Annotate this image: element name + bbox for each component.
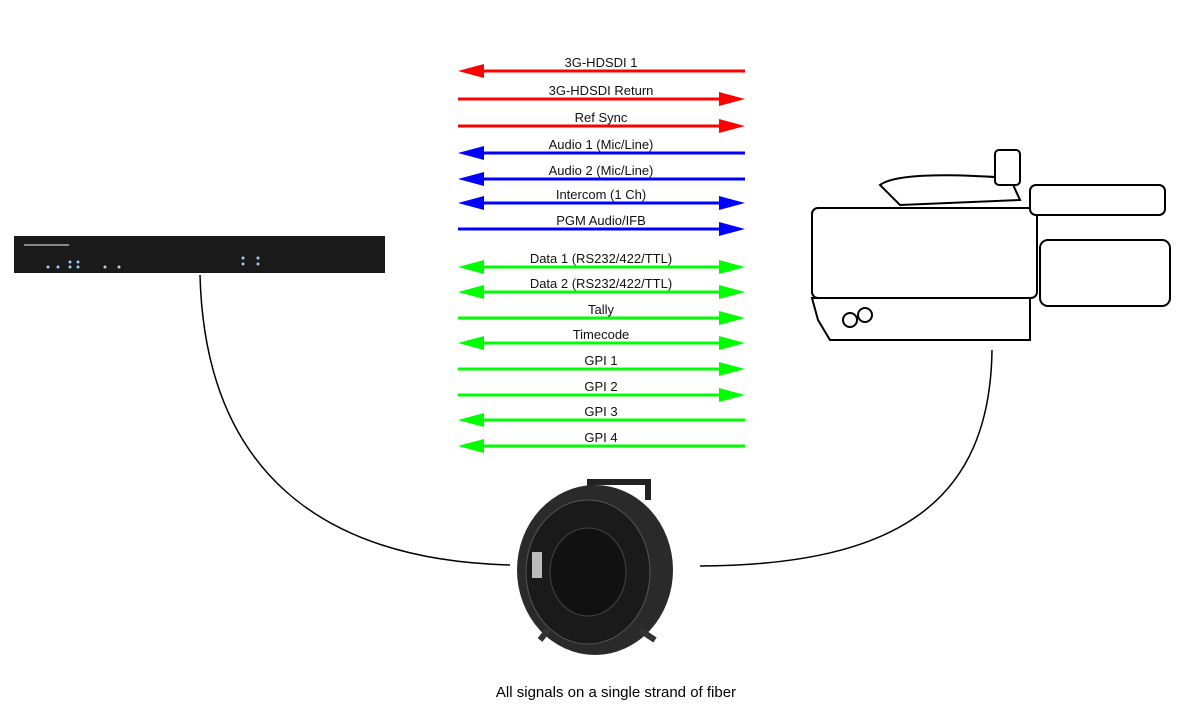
signal-arrow-data: Timecode — [458, 327, 745, 350]
signal-arrow-video: 3G-HDSDI Return — [458, 83, 745, 106]
base-unit-device — [14, 236, 385, 273]
arrowhead-left — [458, 336, 484, 350]
arrowhead-right — [719, 285, 745, 299]
signal-arrow-data: Data 2 (RS232/422/TTL) — [458, 276, 745, 299]
signal-arrow-video: 3G-HDSDI 1 — [458, 55, 745, 78]
arrowhead-left — [458, 172, 484, 186]
signal-arrow-video: Ref Sync — [458, 110, 745, 133]
signal-arrow-data: Tally — [458, 302, 745, 325]
signal-arrow-data: GPI 2 — [458, 379, 745, 402]
arrowhead-right — [719, 196, 745, 210]
arrowhead-right — [719, 311, 745, 325]
arrowhead-left — [458, 260, 484, 274]
signal-label: 3G-HDSDI 1 — [565, 55, 638, 70]
signal-label: Ref Sync — [575, 110, 628, 125]
arrowhead-right — [719, 362, 745, 376]
signal-arrow-audio: PGM Audio/IFB — [458, 213, 745, 236]
signal-arrow-data: GPI 1 — [458, 353, 745, 376]
arrowhead-right — [719, 336, 745, 350]
signal-label: 3G-HDSDI Return — [549, 83, 654, 98]
signal-label: Data 1 (RS232/422/TTL) — [530, 251, 672, 266]
signal-label: Audio 2 (Mic/Line) — [549, 163, 654, 178]
arrowhead-right — [719, 92, 745, 106]
fiber-cable-right — [699, 349, 993, 567]
signal-label: Timecode — [573, 327, 630, 342]
diagram-caption: All signals on a single strand of fiber — [495, 684, 737, 701]
arrowhead-right — [719, 260, 745, 274]
arrowhead-right — [719, 388, 745, 402]
fiber-cable-left — [199, 274, 511, 566]
arrowhead-left — [458, 285, 484, 299]
signal-label: PGM Audio/IFB — [556, 213, 646, 228]
signal-arrow-audio: Intercom (1 Ch) — [458, 187, 745, 210]
arrowhead-left — [458, 196, 484, 210]
signal-label: GPI 4 — [584, 430, 617, 445]
arrowhead-right — [719, 119, 745, 133]
signal-arrow-data: GPI 4 — [458, 430, 745, 453]
arrowhead-left — [458, 413, 484, 427]
arrowhead-left — [458, 146, 484, 160]
signal-arrow-data: GPI 3 — [458, 404, 745, 427]
cable-reel-device — [517, 479, 673, 655]
signal-label: Intercom (1 Ch) — [556, 187, 646, 202]
signal-label: Tally — [588, 302, 615, 317]
arrowhead-right — [719, 222, 745, 236]
signal-arrow-data: Data 1 (RS232/422/TTL) — [458, 251, 745, 274]
signal-label: GPI 1 — [584, 353, 617, 368]
signal-label: Audio 1 (Mic/Line) — [549, 137, 654, 152]
arrowhead-left — [458, 64, 484, 78]
signal-label: GPI 2 — [584, 379, 617, 394]
signal-arrow-audio: Audio 2 (Mic/Line) — [458, 163, 745, 186]
signal-arrow-audio: Audio 1 (Mic/Line) — [458, 137, 745, 160]
signal-label: GPI 3 — [584, 404, 617, 419]
camera-device — [810, 149, 1171, 341]
arrowhead-left — [458, 439, 484, 453]
signal-label: Data 2 (RS232/422/TTL) — [530, 276, 672, 291]
